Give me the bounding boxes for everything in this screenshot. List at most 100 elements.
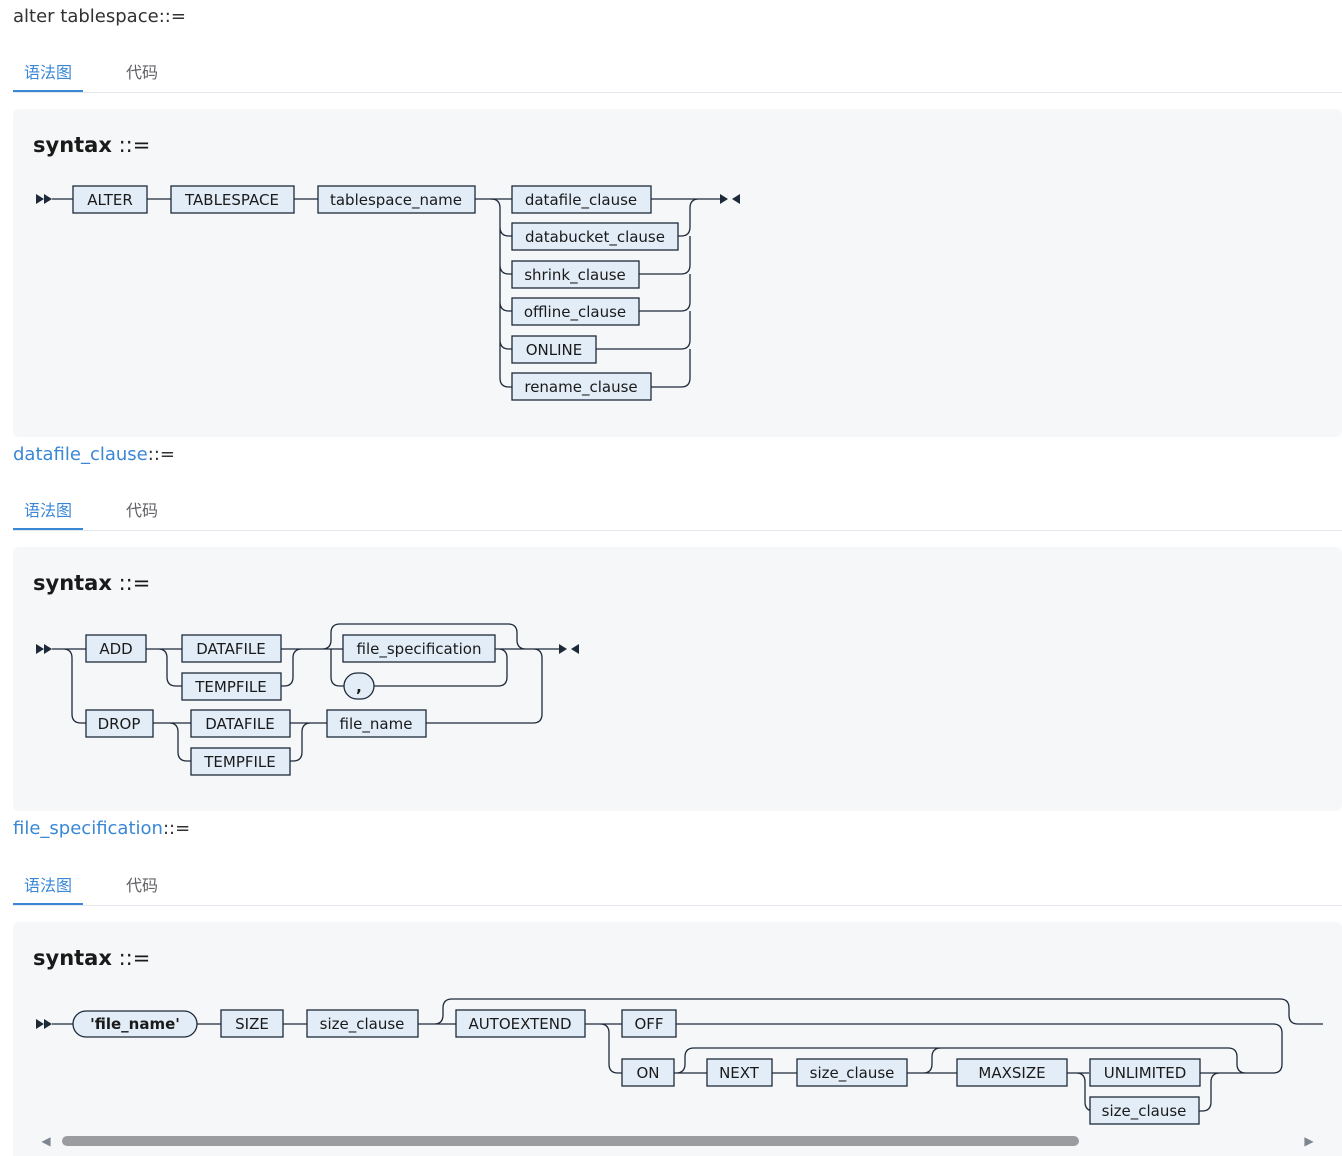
section-title-main: alter tablespace [13, 6, 159, 27]
node-tempfile[interactable]: TEMPFILE [190, 747, 291, 776]
syntax-suffix: ::= [111, 571, 151, 595]
section-title-alter-tablespace: alter tablespace::= [13, 6, 186, 27]
node-label: DROP [98, 715, 141, 733]
start-marker-icon [36, 1019, 52, 1029]
section-title-file-specification: file_specification::= [13, 818, 190, 839]
node-file-specification[interactable]: file_specification [342, 634, 496, 663]
syntax-suffix: ::= [111, 946, 151, 970]
tab-syntax-diagram[interactable]: 语法图 [13, 875, 84, 905]
node-label: file_specification [357, 640, 482, 659]
node-drop[interactable]: DROP [85, 709, 154, 738]
node-label: SIZE [235, 1015, 269, 1033]
node-datafile-clause[interactable]: datafile_clause [511, 185, 652, 214]
node-label: databucket_clause [525, 228, 665, 247]
node-label: DATAFILE [205, 715, 275, 733]
track [52, 623, 559, 762]
track [52, 998, 1323, 1112]
scrollbar-thumb[interactable] [62, 1136, 1079, 1146]
node-shrink-clause[interactable]: shrink_clause [511, 260, 640, 289]
node-off[interactable]: OFF [621, 1009, 677, 1038]
tab-code[interactable]: 代码 [126, 63, 159, 82]
node-label: TABLESPACE [184, 191, 279, 209]
node-label: , [356, 678, 362, 696]
syntax-keyword: syntax [33, 571, 112, 595]
node-label: size_clause [320, 1015, 405, 1034]
section-title-suffix: ::= [147, 444, 175, 465]
node-maxsize[interactable]: MAXSIZE [956, 1058, 1068, 1087]
node-add[interactable]: ADD [85, 634, 147, 663]
node-label: 'file_name' [90, 1015, 180, 1033]
railroad-diagram-alter-tablespace: ALTER TABLESPACE tablespace_name datafil… [36, 185, 740, 401]
node-datafile[interactable]: DATAFILE [190, 709, 291, 738]
node-size[interactable]: SIZE [220, 1009, 284, 1038]
node-file-name[interactable]: file_name [326, 709, 427, 738]
node-label: UNLIMITED [1104, 1064, 1187, 1082]
node-comma[interactable]: , [343, 672, 375, 700]
section-title-datafile-clause: datafile_clause::= [13, 444, 175, 465]
tab-bar: 语法图 代码 [13, 62, 1342, 93]
node-size-clause[interactable]: size_clause [796, 1058, 908, 1087]
node-label: MAXSIZE [978, 1064, 1045, 1082]
node-on[interactable]: ON [621, 1058, 675, 1087]
node-label: tablespace_name [330, 191, 462, 210]
node-file-name-literal[interactable]: 'file_name' [72, 1010, 198, 1038]
node-label: DATAFILE [196, 640, 266, 658]
section-title-suffix: ::= [158, 6, 186, 27]
node-label: TEMPFILE [194, 678, 267, 696]
node-databucket-clause[interactable]: databucket_clause [511, 222, 679, 251]
node-online[interactable]: ONLINE [511, 335, 597, 364]
tab-bar: 语法图 代码 [13, 875, 1342, 906]
tab-syntax-diagram[interactable]: 语法图 [13, 500, 84, 530]
branch-tracks [490, 198, 720, 388]
node-alter[interactable]: ALTER [72, 185, 148, 214]
node-unlimited[interactable]: UNLIMITED [1089, 1058, 1201, 1087]
section-title-link[interactable]: datafile_clause [13, 444, 148, 465]
start-marker-icon [36, 644, 52, 654]
syntax-suffix: ::= [111, 133, 151, 157]
node-autoextend[interactable]: AUTOEXTEND [455, 1009, 586, 1038]
node-label: offline_clause [524, 303, 626, 322]
tab-bar: 语法图 代码 [13, 500, 1342, 531]
section-title-suffix: ::= [162, 818, 191, 839]
node-label: AUTOEXTEND [468, 1015, 571, 1033]
node-label: ALTER [87, 191, 133, 209]
tab-code[interactable]: 代码 [126, 876, 159, 895]
node-size-clause[interactable]: size_clause [306, 1009, 419, 1038]
railroad-diagram-file-specification: 'file_name' SIZE size_clause AUTOEXTEND … [36, 998, 1323, 1125]
scroll-left-icon[interactable]: ◀ [41, 1134, 51, 1148]
node-label: shrink_clause [524, 266, 626, 285]
node-datafile[interactable]: DATAFILE [181, 634, 282, 663]
node-label: TEMPFILE [203, 753, 276, 771]
node-tablespace[interactable]: TABLESPACE [170, 185, 295, 214]
scroll-right-icon[interactable]: ▶ [1304, 1134, 1314, 1148]
section-title-link[interactable]: file_specification [13, 818, 163, 839]
start-marker-icon [36, 194, 52, 204]
node-rename-clause[interactable]: rename_clause [511, 372, 652, 401]
syntax-keyword: syntax [33, 133, 112, 157]
node-label: size_clause [810, 1064, 895, 1083]
node-label: NEXT [719, 1064, 760, 1082]
node-label: size_clause [1102, 1102, 1187, 1121]
end-marker-icon [559, 644, 579, 654]
tab-code[interactable]: 代码 [126, 501, 159, 520]
node-tempfile[interactable]: TEMPFILE [181, 672, 282, 701]
node-tablespace-name[interactable]: tablespace_name [317, 185, 476, 214]
node-next[interactable]: NEXT [706, 1058, 773, 1087]
syntax-heading: syntax ::= [33, 133, 150, 157]
node-label: datafile_clause [525, 191, 637, 210]
syntax-heading: syntax ::= [33, 946, 150, 970]
node-size-clause[interactable]: size_clause [1089, 1096, 1200, 1125]
horizontal-scrollbar[interactable]: ◀ ▶ [33, 1130, 1322, 1152]
node-label: ON [636, 1064, 659, 1082]
syntax-diagram-panel: syntax ::= ADD DATAFILE TEMPFILE file_sp… [13, 547, 1342, 811]
node-label: ONLINE [526, 341, 583, 359]
end-marker-icon [720, 194, 740, 204]
node-label: rename_clause [524, 378, 637, 397]
node-label: ADD [99, 640, 132, 658]
syntax-keyword: syntax [33, 946, 112, 970]
node-offline-clause[interactable]: offline_clause [511, 297, 640, 326]
syntax-heading: syntax ::= [33, 571, 150, 595]
railroad-diagram-datafile-clause: ADD DATAFILE TEMPFILE file_specification… [36, 623, 579, 776]
tab-syntax-diagram[interactable]: 语法图 [13, 62, 84, 92]
syntax-diagram-panel: syntax ::= 'file_name' SIZE size_clause … [13, 922, 1342, 1156]
